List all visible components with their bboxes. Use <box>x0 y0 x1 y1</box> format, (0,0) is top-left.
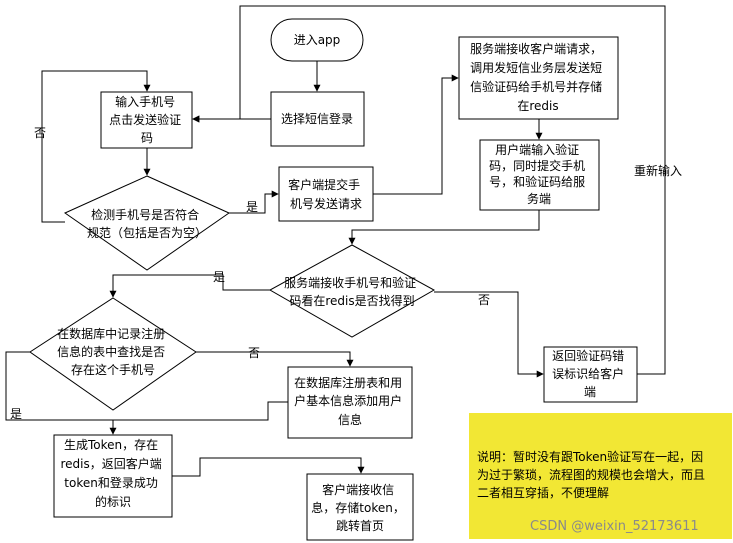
input-phone-line-3: 码 <box>141 131 153 145</box>
user-input-code-line-4: 务端 <box>527 191 551 206</box>
user-input-code-line-1: 用户端输入验证 <box>495 142 579 157</box>
svg-text:生成Token，存在 redis，返回客户端: 生成Token，存在 redis，返回客户端 token和登录成功 的标识 <box>60 438 165 509</box>
generate-token-line-4: 的标识 <box>95 494 131 509</box>
edge-label-reenter: 重新输入 <box>634 163 682 178</box>
edge-add-to-token <box>113 401 288 421</box>
edge-label-no-found: 否 <box>478 293 490 307</box>
check-phone-line-1: 检测手机号是否符合 <box>91 207 199 222</box>
user-input-code-line-3: 号，和验证码给服 <box>489 174 585 189</box>
input-phone-line-2: 点击发送验证 <box>109 112 181 127</box>
check-redis-line-1: 服务端接收手机号和验证 <box>284 275 416 290</box>
query-registered-line-3: 存在这个手机号 <box>71 362 155 377</box>
note-line-3: 二者相互穿插，不便理解 <box>477 485 609 500</box>
edge-query-no-add <box>196 351 354 367</box>
node-server-receive-request <box>458 36 619 120</box>
node-select-sms <box>270 91 365 147</box>
node-client-submit <box>278 166 374 222</box>
node-server-check-redis <box>268 244 436 338</box>
edge-check-yes-submit <box>229 190 279 214</box>
client-receive-line-1: 客户端接收信 <box>322 482 394 497</box>
node-generate-token <box>53 434 173 518</box>
svg-text:客户端提交手 机号发送请求: 客户端提交手 机号发送请求 <box>288 177 364 211</box>
node-input-phone <box>100 91 193 149</box>
return-error-line-3: 端 <box>584 385 596 399</box>
client-submit-line-1: 客户端提交手 <box>288 177 360 192</box>
note-line-2: 为过于繁琐，流程图的规模也会增大，而且 <box>477 467 705 482</box>
edge-label-no-left: 否 <box>34 126 46 140</box>
check-redis-line-2: 码看在redis是否找得到 <box>289 293 414 308</box>
note-line-1: 说明：暂时没有跟Token验证写在一起，因 <box>477 449 703 464</box>
input-phone-line-1: 输入手机号 <box>115 94 175 109</box>
node-enter-app-label: 进入app <box>294 33 341 47</box>
add-user-line-3: 信息 <box>338 412 362 427</box>
generate-token-line-1: 生成Token，存在 <box>64 438 158 452</box>
client-submit-line-2: 机号发送请求 <box>290 196 362 211</box>
edge-error-reenter <box>192 5 666 375</box>
return-error-line-1: 返回验证码错 <box>552 348 624 363</box>
edge-query-yes-token <box>5 351 117 435</box>
check-phone-line-2: 规范（包括是否为空） <box>87 225 207 240</box>
svg-text:输入手机号 点击发送验证 码: 输入手机号 点击发送验证 码 <box>109 94 185 145</box>
edge-redis-no-error <box>434 291 544 378</box>
node-select-sms-label: 选择短信登录 <box>281 111 353 126</box>
edge-label-yes-exists: 是 <box>10 407 22 421</box>
generate-token-line-2: redis，返回客户端 <box>60 456 161 471</box>
node-add-user <box>287 366 413 439</box>
server-request-line-4: 在redis <box>517 99 558 113</box>
edge-submit-to-server <box>373 74 459 195</box>
client-receive-line-2: 息，存储token， <box>311 500 405 515</box>
add-user-line-1: 在数据库注册表和用 <box>294 375 402 390</box>
svg-text:用户端输入验证 码，同时提交手机 号，和验证: 用户端输入验证 码，同时提交手机 号，和验证码给服 务端 <box>489 142 589 206</box>
generate-token-line-3: token和登录成功 <box>64 475 158 490</box>
svg-text:在数据库中记录注册 信息的表中查找是否 存在: 在数据库中记录注册 信息的表中查找是否 存在这个手机号 <box>57 326 169 377</box>
svg-text:服务端接收手机号和验证 码看在redis是否找得到: 服务端接收手机号和验证 码看在redis是否找得到 <box>284 275 420 308</box>
note-box <box>469 413 732 539</box>
user-input-code-line-2: 码，同时提交手机 <box>489 158 585 173</box>
svg-text:客户端接收信 息，存储token， 跳转首页: 客户端接收信 息，存储token， 跳转首页 <box>311 482 408 533</box>
svg-text:在数据库注册表和用 户基本信息添加用户 信息: 在数据库注册表和用 户基本信息添加用户 信息 <box>294 375 406 427</box>
edge-label-yes-found: 是 <box>213 270 225 284</box>
client-receive-line-3: 跳转首页 <box>336 518 384 533</box>
node-check-phone <box>63 175 231 271</box>
add-user-line-2: 户基本信息添加用户 <box>294 393 402 408</box>
server-request-line-1: 服务端接收客户端请求， <box>470 41 602 56</box>
edge-userinput-to-redis <box>348 210 540 245</box>
edge-token-to-client <box>172 457 365 477</box>
edge-label-no-exists: 否 <box>248 346 260 360</box>
edge-check-no-loop <box>41 70 151 223</box>
svg-text:说明：暂时没有跟Token验证写在一起，因 为过于繁: 说明：暂时没有跟Token验证写在一起，因 为过于繁琐，流程图的规模也会增大，而… <box>477 449 709 500</box>
svg-text:返回验证码错 误标识给客户 端: 返回验证码错 误标识给客户 端 <box>552 348 628 399</box>
query-registered-line-1: 在数据库中记录注册 <box>57 326 165 341</box>
return-error-line-2: 误标识给客户 <box>552 366 624 381</box>
node-query-registered <box>29 297 197 411</box>
svg-text:服务端接收客户端请求， 调用发短信业务层发送短: 服务端接收客户端请求， 调用发短信业务层发送短 信验证码给手机号并存储 在red… <box>470 41 606 113</box>
edge-label-yes-submit: 是 <box>246 200 258 214</box>
node-user-input-code <box>479 139 600 211</box>
server-request-line-2: 调用发短信业务层发送短 <box>470 60 602 75</box>
node-return-error <box>543 346 638 403</box>
node-client-receive <box>306 473 414 541</box>
edge-redis-yes-query <box>109 274 270 298</box>
server-request-line-3: 信验证码给手机号并存储 <box>470 79 602 94</box>
watermark: CSDN @weixin_52173611 <box>530 519 699 534</box>
svg-text:检测手机号是否符合 规范（包括是否为空）: 检测手机号是否符合 规范（包括是否为空） <box>87 207 207 240</box>
query-registered-line-2: 信息的表中查找是否 <box>57 344 165 359</box>
